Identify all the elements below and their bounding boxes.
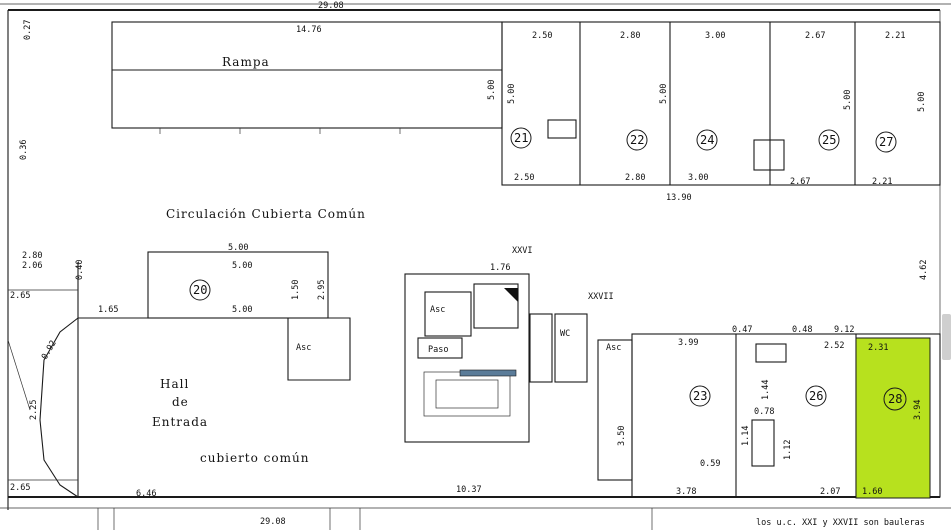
dim: 2.80 [620,31,640,41]
ramp-width-dim: 14.76 [296,25,322,35]
top-total-dim: 29.08 [318,1,344,11]
dim: 2.80 [22,251,42,261]
dim: 0.78 [754,407,774,417]
dim: 3.00 [688,173,708,183]
bottom-ruler: 29.08 los u.c. XXI y XXVII son bauleras [97,508,925,530]
dim: 4.62 [919,260,929,280]
dim: 0.36 [19,140,29,160]
unit-20-number: 20 [193,283,207,297]
dim: 1.65 [98,305,118,315]
bottom-units: Asc 28 2.31 3.94 1.60 23 26 3.99 0.47 0.… [597,260,941,499]
dim: 2.67 [790,177,810,187]
dim: 2.21 [885,31,905,41]
dim: 2.21 [872,177,892,187]
asc-1-label: Asc [296,343,311,353]
roman-xxvii: XXVII [588,292,614,302]
dim: 2.50 [514,173,534,183]
top-units: 2.50 2.80 3.00 2.67 2.21 2.50 2.80 3.00 … [487,21,941,203]
vertical-scrollbar[interactable] [942,314,951,360]
dim: 1.50 [291,280,301,300]
footer-note: los u.c. XXI y XXVII son bauleras [756,518,925,528]
lobby: Asc Hall de Entrada cubierto común 6.46 … [7,262,482,499]
dim: 9.12 [834,325,854,335]
dim: 0.59 [700,459,720,469]
dim: 5.00 [228,243,248,253]
dim: 5.00 [232,305,252,315]
dim: 5.00 [843,90,853,110]
asc-3-label: Asc [606,343,621,353]
ramp: 14.76 Rampa [111,21,503,134]
unit-21-number: 21 [514,131,528,145]
dim: 10.37 [456,485,482,495]
dim: 5.00 [507,84,517,104]
unit-22-number: 22 [630,133,644,147]
plan-outline [0,3,951,510]
dim: 13.90 [666,193,692,203]
roman-xxvi: XXVI [512,246,532,256]
unit-24-number: 24 [700,133,714,147]
dim: 2.80 [625,173,645,183]
dim: 2.65 [10,291,30,301]
unit-26-number: 26 [809,389,823,403]
paso-label: Paso [428,345,448,355]
dim: 2.31 [868,343,888,353]
dim: 3.50 [617,426,627,446]
dim: 0.40 [75,260,85,280]
wc-label: WC [560,329,570,339]
dim: 3.94 [913,400,923,420]
dim: 5.00 [487,80,497,100]
circulation-label: Circulación Cubierta Común [166,207,366,221]
unit-25-number: 25 [822,133,836,147]
unit-27-number: 27 [879,135,893,149]
lobby-label-3: Entrada [152,415,208,429]
dim: 3.99 [678,338,698,348]
lobby-label-1: Hall [160,377,189,391]
ramp-label: Rampa [222,55,270,69]
dim: 3.00 [705,31,725,41]
dim: 2.06 [22,261,42,271]
unit-28-number: 28 [888,392,902,406]
dim: 5.00 [659,84,669,104]
dim: 5.00 [232,261,252,271]
unit-28-highlight [855,337,931,499]
dim: 2.50 [532,31,552,41]
core: Asc Paso WC XXVI XXVII 1.76 [404,246,614,443]
dim: 1.76 [490,263,510,273]
dim: 2.25 [29,400,39,420]
dim: 1.44 [761,380,771,400]
unit-20: 5.00 5.00 5.00 1.50 2.95 20 [147,243,329,319]
asc-2-label: Asc [430,305,445,315]
dim: 1.60 [862,487,882,497]
covered-common-label: cubierto común [200,451,309,465]
dim: 0.48 [792,325,812,335]
dim: 0.47 [732,325,752,335]
bottom-total-dim: 29.08 [260,517,286,527]
dim: 2.67 [805,31,825,41]
dim: 1.12 [783,440,793,460]
unit-23-number: 23 [693,389,707,403]
dim: 5.00 [917,92,927,112]
lobby-label-2: de [172,395,189,409]
dim: 3.78 [676,487,696,497]
dim: 0.27 [23,20,33,40]
dim: 2.65 [10,483,30,493]
dim: 1.14 [741,426,751,446]
dim: 2.52 [824,341,844,351]
dim: 2.95 [317,280,327,300]
dim: 2.07 [820,487,840,497]
dim: 6.46 [136,489,156,499]
